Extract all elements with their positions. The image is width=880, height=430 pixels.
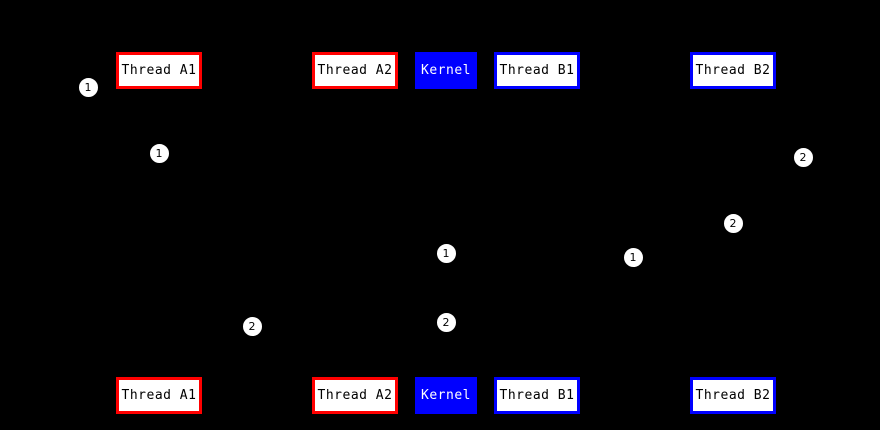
participant-box-thread-a2-top[interactable]: Thread A2 <box>312 52 398 89</box>
step-marker-1: 1 <box>77 76 99 98</box>
participant-label: Thread A1 <box>121 63 197 78</box>
participant-box-thread-b2-bottom[interactable]: Thread B2 <box>690 377 776 414</box>
participant-label: Kernel <box>421 388 471 403</box>
step-marker-1: 1 <box>148 142 170 164</box>
participant-box-thread-b1-bottom[interactable]: Thread B1 <box>494 377 580 414</box>
lifeline-thread-a2 <box>355 89 356 377</box>
participant-label: Thread A1 <box>121 388 197 403</box>
participant-box-kernel-top[interactable]: Kernel <box>415 52 477 89</box>
participant-label: Thread A2 <box>317 388 393 403</box>
participant-label: Thread B1 <box>499 63 575 78</box>
step-marker-2: 2 <box>435 311 457 333</box>
participant-label: Kernel <box>421 63 471 78</box>
participant-box-thread-a1-top[interactable]: Thread A1 <box>116 52 202 89</box>
lifeline-thread-a1 <box>159 89 160 377</box>
participant-box-thread-b2-top[interactable]: Thread B2 <box>690 52 776 89</box>
participant-box-thread-a2-bottom[interactable]: Thread A2 <box>312 377 398 414</box>
participant-label: Thread B2 <box>695 388 771 403</box>
participant-box-thread-a1-bottom[interactable]: Thread A1 <box>116 377 202 414</box>
participant-label: Thread B2 <box>695 63 771 78</box>
participant-label: Thread A2 <box>317 63 393 78</box>
step-marker-1: 1 <box>622 246 644 268</box>
step-marker-2: 2 <box>241 315 263 337</box>
step-marker-2: 2 <box>792 146 814 168</box>
step-marker-2: 2 <box>722 212 744 234</box>
participant-label: Thread B1 <box>499 388 575 403</box>
participant-box-kernel-bottom[interactable]: Kernel <box>415 377 477 414</box>
step-marker-1: 1 <box>435 242 457 264</box>
lifeline-kernel <box>446 89 447 377</box>
participant-box-thread-b1-top[interactable]: Thread B1 <box>494 52 580 89</box>
lifeline-thread-b1 <box>537 89 538 377</box>
